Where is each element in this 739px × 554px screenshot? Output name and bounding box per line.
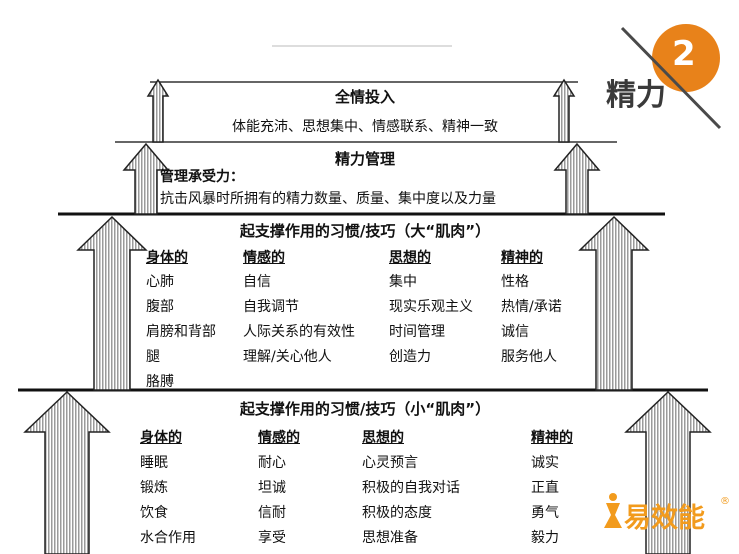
arrow-up-left-2 <box>122 142 170 215</box>
list-item: 胳膊 <box>146 374 174 390</box>
list-item: 心肺 <box>146 274 174 290</box>
list-item: 享受 <box>258 530 286 546</box>
tier4-col-emotional: 情感的 耐心 坦诚 信耐 享受 <box>258 425 300 551</box>
badge-slash <box>620 26 722 130</box>
tier3-col-physical: 身体的 心肺 腹部 肩膀和背部 腿 胳膊 <box>146 246 216 395</box>
list-item: 人际关系的有效性 <box>243 324 355 340</box>
tier3-col-emotional: 情感的 自信 自我调节 人际关系的有效性 理解/关心他人 <box>243 246 355 370</box>
tier3-col-spiritual: 精神的 性格 热情/承诺 诚信 服务他人 <box>501 246 562 370</box>
tier3-col-mental: 思想的 集中 现实乐观主义 时间管理 创造力 <box>389 246 473 370</box>
list-item: 耐心 <box>258 455 286 471</box>
arrow-up-right-2 <box>553 142 601 215</box>
arrow-up-right-1 <box>552 78 576 143</box>
list-item: 锻炼 <box>140 480 168 496</box>
list-item: 现实乐观主义 <box>389 299 473 315</box>
list-item: 勇气 <box>531 505 559 521</box>
tier4-col-mental: 思想的 心灵预言 积极的自我对话 积极的态度 思想准备 <box>362 425 460 551</box>
list-item: 自我调节 <box>243 299 299 315</box>
tier2-title: 精力管理 <box>334 150 395 168</box>
column-header: 身体的 <box>140 430 182 446</box>
list-item: 集中 <box>389 274 417 290</box>
list-item: 心灵预言 <box>362 455 418 471</box>
list-item: 性格 <box>501 274 529 290</box>
list-item: 腿 <box>146 349 160 365</box>
arrow-up-right-4 <box>624 390 712 554</box>
tier1-subtitle: 体能充沛、思想集中、情感联系、精神一致 <box>232 119 498 135</box>
column-header: 思想的 <box>389 250 431 266</box>
logo-text: 易效能 <box>624 503 705 534</box>
list-item: 信耐 <box>258 505 286 521</box>
list-item: 毅力 <box>531 530 559 546</box>
tier1-title: 全情投入 <box>334 88 395 106</box>
logo-figure-icon <box>604 493 622 528</box>
badge-label: 精力 <box>606 78 666 113</box>
column-header: 情感的 <box>258 430 300 446</box>
logo-registered-mark: ® <box>720 496 730 507</box>
list-item: 诚实 <box>531 455 559 471</box>
list-item: 肩膀和背部 <box>146 324 216 340</box>
list-item: 热情/承诺 <box>501 299 562 315</box>
list-item: 水合作用 <box>140 530 196 546</box>
list-item: 思想准备 <box>362 530 418 546</box>
list-item: 自信 <box>243 274 271 290</box>
list-item: 时间管理 <box>389 324 445 340</box>
list-item: 诚信 <box>501 324 529 340</box>
list-item: 理解/关心他人 <box>243 349 332 365</box>
column-header: 思想的 <box>362 430 404 446</box>
list-item: 积极的自我对话 <box>362 480 460 496</box>
list-item: 睡眠 <box>140 455 168 471</box>
tier2-subtitle: 管理承受力： <box>160 169 244 185</box>
tier4-col-physical: 身体的 睡眠 锻炼 饮食 水合作用 <box>140 425 196 551</box>
arrow-up-left-3 <box>76 215 148 391</box>
column-header: 精神的 <box>501 250 543 266</box>
list-item: 坦诚 <box>258 480 286 496</box>
arrow-up-right-3 <box>578 215 650 391</box>
arrow-up-left-4 <box>23 390 111 554</box>
column-header: 精神的 <box>531 430 573 446</box>
column-header: 情感的 <box>243 250 285 266</box>
list-item: 服务他人 <box>501 349 557 365</box>
list-item: 积极的态度 <box>362 505 432 521</box>
badge-number: 2 <box>672 34 696 74</box>
list-item: 正直 <box>531 480 559 496</box>
list-item: 腹部 <box>146 299 174 315</box>
tier4-col-spiritual: 精神的 诚实 正直 勇气 毅力 <box>531 425 573 551</box>
list-item: 饮食 <box>140 505 168 521</box>
arrow-up-left-1 <box>146 78 170 143</box>
column-header: 身体的 <box>146 250 188 266</box>
list-item: 创造力 <box>389 349 431 365</box>
tier3-title: 起支撑作用的习惯/技巧（大“肌肉”） <box>239 222 491 240</box>
tier2-description: 抗击风暴时所拥有的精力数量、质量、集中度以及力量 <box>160 191 496 207</box>
tier4-title: 起支撑作用的习惯/技巧（小“肌肉”） <box>239 400 491 418</box>
